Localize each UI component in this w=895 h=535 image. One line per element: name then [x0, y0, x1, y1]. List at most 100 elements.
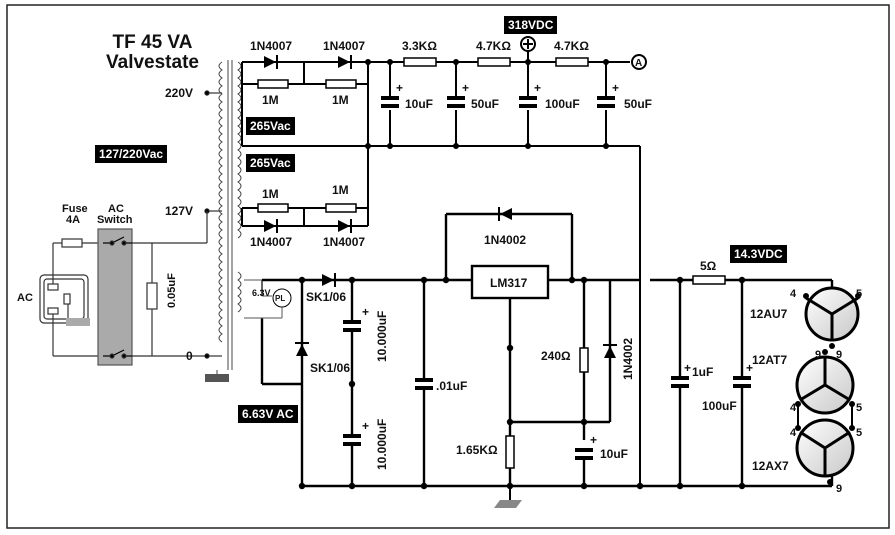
lm317-label: LM317 — [490, 276, 528, 290]
title-line-2: Valvestate — [106, 52, 199, 73]
hv-caps — [365, 59, 615, 149]
heater-cap-plus-3: + — [684, 361, 691, 375]
tube-12au7 — [803, 286, 861, 349]
cap-10000a-label: 10.000uF — [375, 311, 389, 362]
diagram-title: TF 45 VA Valvestate — [106, 33, 199, 73]
cap-plus-1: + — [396, 81, 403, 95]
diode-sk1-label: SK1/06 — [306, 290, 346, 304]
primary-taps — [204, 90, 222, 359]
pin-4b: 4 — [790, 402, 797, 414]
cap-001-label: .01uF — [436, 379, 467, 393]
pin-5a: 5 — [856, 288, 862, 300]
heater-cap-plus-1: + — [362, 305, 369, 319]
ac-switch — [97, 228, 133, 366]
pin-5b: 5 — [856, 402, 862, 414]
res-5ohm-label: 5Ω — [700, 259, 717, 273]
transformer — [205, 60, 242, 382]
res-1m-d-label: 1M — [332, 183, 349, 197]
fuse-rating: 4A — [66, 214, 80, 226]
fuse-symbol — [61, 238, 83, 248]
secondary-bottom-badge: 265Vac — [246, 154, 295, 172]
diode-shunt — [603, 344, 617, 358]
pin-4a: 4 — [790, 288, 797, 300]
diode-d1 — [264, 55, 278, 69]
mains-badge: 127/220Vac — [95, 145, 168, 163]
pilot-lamp — [244, 279, 292, 319]
pin-4c: 4 — [790, 427, 797, 439]
cap-100uf-label: 100uF — [702, 399, 737, 413]
tube-12at7 — [795, 349, 855, 415]
pin-9b: 9 — [836, 349, 842, 361]
heater-cap-plus-2: + — [362, 419, 369, 433]
cap-10000b-label: 10.000uF — [375, 419, 389, 470]
resistor-1m-b — [325, 79, 357, 89]
x-cap-label: 0.05uF — [166, 273, 178, 308]
res-240-label: 240Ω — [541, 349, 571, 363]
ground-symbol — [66, 318, 90, 326]
tap-220-label: 220V — [165, 86, 193, 100]
cap-plus-2: + — [462, 81, 469, 95]
heater-caps — [298, 276, 751, 490]
cap-plus-4: + — [612, 81, 619, 95]
diode-sk2 — [295, 342, 309, 356]
diode-sk2-label: SK1/06 — [310, 361, 350, 375]
res-1k65-label: 1.65KΩ — [456, 443, 498, 457]
ac-input-label: AC — [17, 292, 33, 304]
tube-12ax7-label: 12AX7 — [752, 459, 789, 473]
x-capacitor — [146, 282, 158, 310]
tube-12at7-label: 12AT7 — [752, 353, 787, 367]
hv-filter — [389, 62, 607, 146]
diode-d2 — [338, 55, 352, 69]
res-1m-c-label: 1M — [262, 187, 279, 201]
hv-dc-badge: 318VDC — [504, 16, 558, 34]
diode-d2-label: 1N4007 — [323, 39, 365, 53]
resistor-4k7-a — [477, 57, 511, 67]
svg-text:A: A — [635, 58, 642, 69]
cap-c1-label: 10uF — [405, 97, 433, 111]
tube-12ax7 — [795, 418, 855, 485]
diode-feedback-label: 1N4002 — [484, 233, 526, 247]
pin-9c: 9 — [836, 483, 842, 495]
secondary-top-badge: 265Vac — [246, 117, 295, 135]
fuse-label: Fuse — [62, 203, 88, 215]
lm317-regulator — [470, 264, 550, 300]
diagram-frame — [6, 4, 890, 529]
diode-sk1 — [322, 273, 336, 287]
transformer-ground — [205, 374, 229, 382]
pin-9a: 9 — [815, 349, 821, 361]
node-a-icon: A — [631, 54, 647, 70]
cap-c4-label: 50uF — [624, 97, 652, 111]
resistor-1m-a — [257, 79, 289, 89]
heater-tap-label: 6.3V — [252, 288, 271, 298]
iec-socket — [39, 274, 89, 324]
diode-d4 — [338, 219, 352, 233]
heater-cap-plus-4: + — [746, 361, 753, 375]
diode-d4-label: 1N4007 — [323, 235, 365, 249]
tap-0-label: 0 — [186, 349, 193, 363]
heater-ac-badge: 6.63V AC — [238, 405, 298, 423]
resistor-240 — [579, 347, 589, 373]
test-point-icon — [520, 36, 536, 62]
diode-shunt-label: 1N4002 — [621, 338, 635, 380]
tube-12au7-label: 12AU7 — [750, 307, 788, 321]
switch-label-2: Switch — [97, 214, 133, 226]
pin-5c: 5 — [856, 427, 862, 439]
resistor-1k65 — [505, 435, 515, 469]
resistor-5ohm — [692, 275, 726, 285]
res-3k3-label: 3.3KΩ — [402, 39, 437, 53]
heater-dc-badge: 14.3VDC — [730, 245, 787, 263]
heater-cap-plus-5: + — [590, 433, 597, 447]
input-section — [39, 228, 207, 366]
resistor-4k7-b — [555, 57, 589, 67]
pilot-lamp-label: PL — [275, 294, 285, 303]
title-line-1: TF 45 VA — [112, 32, 193, 53]
tap-127-label: 127V — [165, 204, 193, 218]
switch-label-1: AC — [108, 203, 124, 215]
diode-d3 — [264, 219, 278, 233]
cap-c2-label: 50uF — [471, 97, 499, 111]
res-4k7a-label: 4.7KΩ — [476, 39, 511, 53]
resistor-1m-d — [325, 203, 357, 213]
cap-adj-label: 10uF — [600, 447, 628, 461]
